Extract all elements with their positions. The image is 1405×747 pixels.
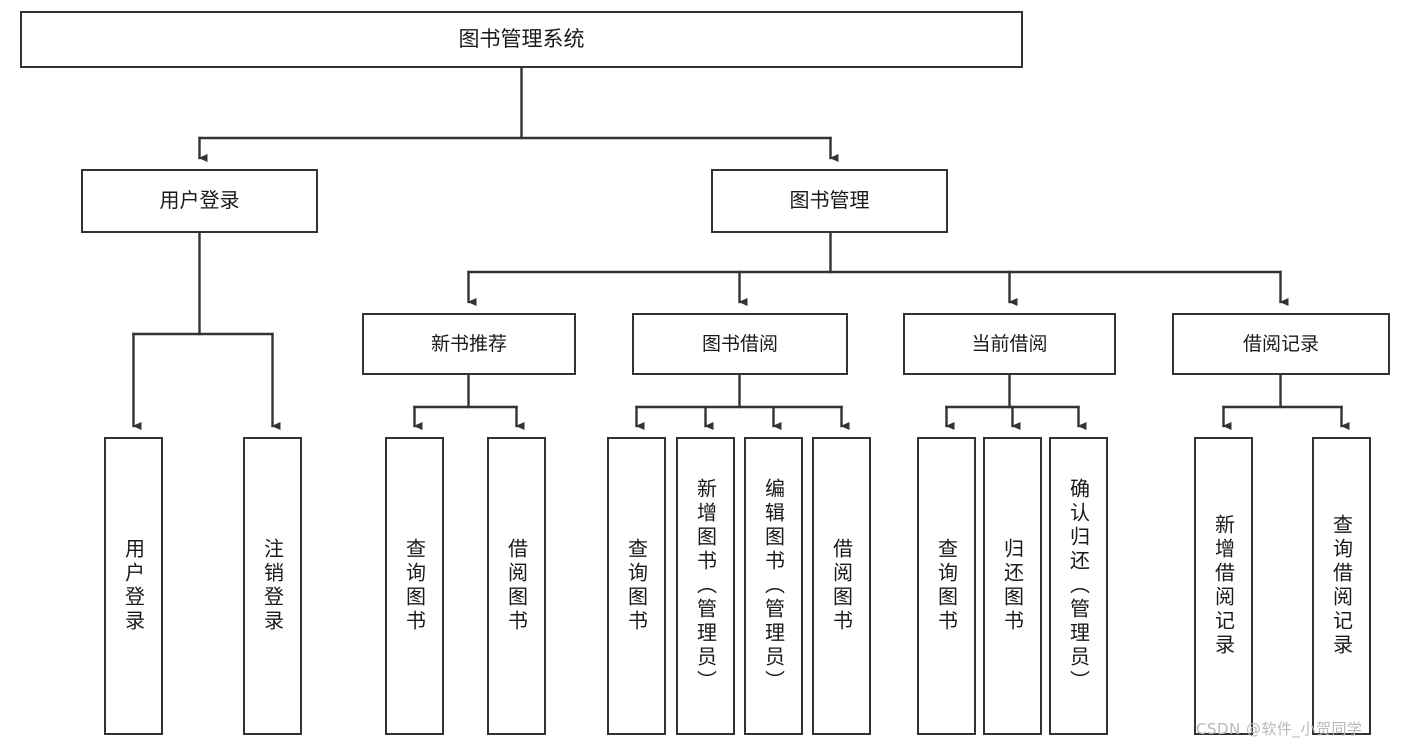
node-leaf-borrow-borrow-book[interactable]: 借阅图书 <box>812 437 871 735</box>
node-label: 注销登录 <box>260 538 285 634</box>
edge-group-root <box>198 66 839 162</box>
node-user-login[interactable]: 用户登录 <box>81 169 318 233</box>
node-leaf-borrow-query-book[interactable]: 查询图书 <box>607 437 666 735</box>
node-label: 查询图书 <box>402 538 427 634</box>
node-label: 用户登录 <box>159 188 240 213</box>
edge-group-user-login <box>132 231 281 430</box>
node-label: 用户登录 <box>121 538 146 634</box>
node-leaf-user-login[interactable]: 用户登录 <box>104 437 163 735</box>
node-label: 图书借阅 <box>701 332 778 355</box>
node-label: 借阅图书 <box>829 538 854 634</box>
node-label: 查询图书 <box>934 538 959 634</box>
node-label: 新增图书（管理员） <box>693 478 718 694</box>
node-leaf-current-return-book[interactable]: 归还图书 <box>983 437 1042 735</box>
node-label: 查询图书 <box>624 538 649 634</box>
node-label: 新书推荐 <box>430 332 507 355</box>
node-label: 归还图书 <box>1000 538 1025 634</box>
node-leaf-borrow-edit-book[interactable]: 编辑图书（管理员） <box>744 437 803 735</box>
node-leaf-recommend-query-book[interactable]: 查询图书 <box>385 437 444 735</box>
node-leaf-record-add-record[interactable]: 新增借阅记录 <box>1194 437 1253 735</box>
edge-group-new-book-recommend <box>413 373 525 430</box>
edge-group-borrow-record <box>1222 373 1350 430</box>
node-borrow-record[interactable]: 借阅记录 <box>1172 313 1390 375</box>
node-new-book-recommend[interactable]: 新书推荐 <box>362 313 576 375</box>
node-book-manage[interactable]: 图书管理 <box>711 169 948 233</box>
node-label: 当前借阅 <box>971 332 1048 355</box>
node-label: 借阅记录 <box>1242 332 1319 355</box>
node-label: 新增借阅记录 <box>1211 514 1236 658</box>
node-label: 借阅图书 <box>504 538 529 634</box>
node-label: 图书管理系统 <box>458 27 585 52</box>
node-label: 确认归还（管理员） <box>1066 478 1091 694</box>
node-book-borrow[interactable]: 图书借阅 <box>632 313 848 375</box>
edge-group-book-manage <box>467 231 1289 306</box>
node-label: 图书管理 <box>789 188 870 213</box>
edge-group-book-borrow <box>635 373 850 430</box>
node-label: 编辑图书（管理员） <box>761 478 786 694</box>
node-leaf-borrow-add-book[interactable]: 新增图书（管理员） <box>676 437 735 735</box>
node-leaf-record-query-record[interactable]: 查询借阅记录 <box>1312 437 1371 735</box>
node-leaf-user-logout[interactable]: 注销登录 <box>243 437 302 735</box>
node-leaf-current-query-book[interactable]: 查询图书 <box>917 437 976 735</box>
csdn-watermark: CSDN @软件_小贺同学 <box>1196 720 1363 738</box>
node-current-borrow[interactable]: 当前借阅 <box>903 313 1116 375</box>
node-leaf-recommend-borrow-book[interactable]: 借阅图书 <box>487 437 546 735</box>
node-label: 查询借阅记录 <box>1329 514 1354 658</box>
node-leaf-current-confirm-return[interactable]: 确认归还（管理员） <box>1049 437 1108 735</box>
edge-group-current-borrow <box>945 373 1087 430</box>
node-root-book-management-system[interactable]: 图书管理系统 <box>20 11 1023 68</box>
